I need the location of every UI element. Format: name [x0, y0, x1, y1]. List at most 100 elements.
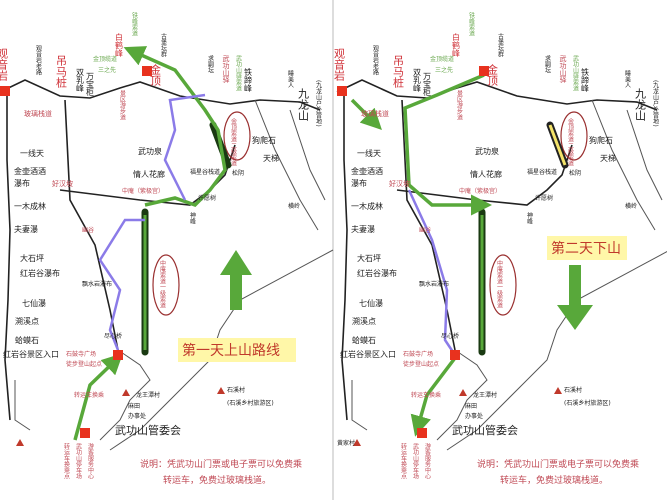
green-route: [350, 98, 382, 130]
place-label: 九龙山: [634, 88, 647, 121]
place-label: 蛤蟆石: [15, 335, 39, 345]
place-label: 双乳峰: [413, 68, 422, 92]
place-label: 神峰: [189, 211, 196, 225]
place-label: 铁蹄峰: [581, 67, 590, 92]
road-line: [591, 99, 656, 231]
place-label: 武功山驿: [559, 54, 567, 84]
place-label: 吊马桩: [55, 55, 68, 89]
cableway-label-top: 铁峰索道: [131, 11, 138, 37]
village-triangle-icon: [122, 389, 130, 396]
place-label: 三之先: [435, 66, 453, 74]
village-triangle-icon: [217, 387, 225, 394]
place-label: 金顶: [486, 63, 499, 87]
place-label: 金壶酒酒: [351, 166, 383, 176]
place-label: 武功泉: [138, 146, 162, 156]
place-label: 大石坪: [357, 253, 381, 263]
place-label: (石溪乡村旅游区): [564, 399, 611, 407]
place-label: 观音岩: [333, 48, 346, 82]
place-label: 中庵（紫极宫）: [459, 187, 501, 195]
stop-marker: [80, 428, 90, 438]
road-line: [254, 99, 319, 231]
place-label: 睡美人: [624, 69, 631, 88]
place-label: 天梯: [600, 153, 616, 163]
place-label: 办事处: [465, 412, 483, 420]
cableway-label-mid: 武功山驿索道: [572, 54, 579, 92]
place-label: 七仙瀑: [22, 298, 46, 308]
green-route: [410, 356, 457, 437]
place-label: 石鼓寺广场: [403, 350, 433, 358]
road-line: [396, 144, 573, 206]
stop-marker: [337, 86, 347, 96]
place-label: 红岩谷景区入口: [3, 349, 59, 359]
place-label: 七仙瀑: [359, 298, 383, 308]
place-label: 一线天: [20, 148, 44, 158]
place-label: (石溪乡村旅游区): [227, 399, 274, 407]
village-label: 黄家村: [337, 439, 355, 447]
cableway-label-mid: 武功山驿索道: [235, 54, 242, 92]
road-line: [401, 99, 456, 351]
place-label: 观音岩: [0, 48, 9, 82]
place-label: 福星谷栈道: [190, 168, 220, 176]
place-label: 龙王潭村: [136, 391, 160, 399]
stop-marker: [0, 86, 10, 96]
village-triangle-icon: [353, 439, 361, 446]
place-label: 游客服务中心: [424, 442, 431, 479]
arrow-up-icon: [220, 250, 252, 310]
place-label: 龙王潭村: [473, 391, 497, 399]
road-line: [0, 79, 321, 111]
green-route: [403, 73, 492, 216]
place-label: 幽谷: [419, 226, 431, 234]
village-triangle-icon: [554, 387, 562, 394]
place-label: 红岩谷景区入口: [340, 349, 396, 359]
place-label: 许愿树: [198, 194, 216, 202]
place-label: 好汉坡: [389, 179, 410, 188]
road-line: [351, 380, 368, 431]
cableway-label-top: 铁峰索道: [468, 11, 475, 37]
stop-marker: [450, 350, 460, 360]
place-label: 徒步登山起点: [403, 360, 439, 368]
place-label: 白鹤峰: [115, 32, 124, 57]
road-line: [436, 349, 488, 441]
place-label: 万宝柜: [423, 72, 432, 97]
place-label: 麻田: [128, 402, 140, 410]
cableway-oval-lower: [489, 254, 517, 316]
cableway-label-upper: 金顶索道二级索道: [230, 117, 237, 167]
stop-marker: [142, 66, 152, 76]
place-label: 三之先: [98, 66, 116, 74]
place-label: 金顶缆道: [93, 55, 117, 63]
purple-route: [407, 189, 457, 356]
road-line: [64, 99, 119, 351]
cableway-oval-lower: [152, 254, 180, 316]
place-label: (九龙山户外营地): [652, 80, 659, 127]
place-label: 石溪村: [227, 386, 245, 394]
place-label: 转运车换乘: [74, 391, 104, 399]
place-label: (九龙山户外营地): [315, 80, 322, 127]
purple-route: [163, 93, 206, 201]
note-line-1: 说明：凭武功山门票或电子票可以免费乘: [477, 458, 639, 470]
place-label: 金壶酒酒: [14, 166, 46, 176]
place-label: 景区游步道: [119, 90, 126, 121]
cableway-label-upper: 金顶索道二级索道: [567, 117, 574, 167]
place-label: 古堡坛群: [160, 32, 167, 58]
place-label: 夫妻瀑: [14, 224, 38, 234]
place-label: 观音岩老路: [35, 45, 42, 76]
place-label: 游客服务中心: [87, 442, 94, 479]
road-line: [336, 79, 658, 111]
green-route: [123, 46, 227, 208]
cableway-label-lower: 中庵索道一级索道: [159, 259, 166, 309]
road-line: [14, 380, 31, 431]
place-label: 古堡坛群: [497, 32, 504, 58]
place-label: 麻田: [465, 402, 477, 410]
note-line-2: 转运车，免费过玻璃栈道。: [163, 474, 271, 486]
place-label: 瀑布: [351, 178, 367, 188]
place-label: 瀑布: [14, 178, 30, 188]
place-label: 徒步登山起点: [66, 360, 102, 368]
place-label: 一线天: [357, 148, 381, 158]
place-label: 溯溪点: [352, 316, 376, 326]
cableway-oval-upper: [223, 111, 251, 161]
place-label: 石溪村: [564, 386, 582, 394]
place-label: 中庵（紫极宫）: [122, 187, 164, 195]
upper-cableway-highlight: [548, 124, 567, 166]
purple-route: [98, 218, 145, 351]
